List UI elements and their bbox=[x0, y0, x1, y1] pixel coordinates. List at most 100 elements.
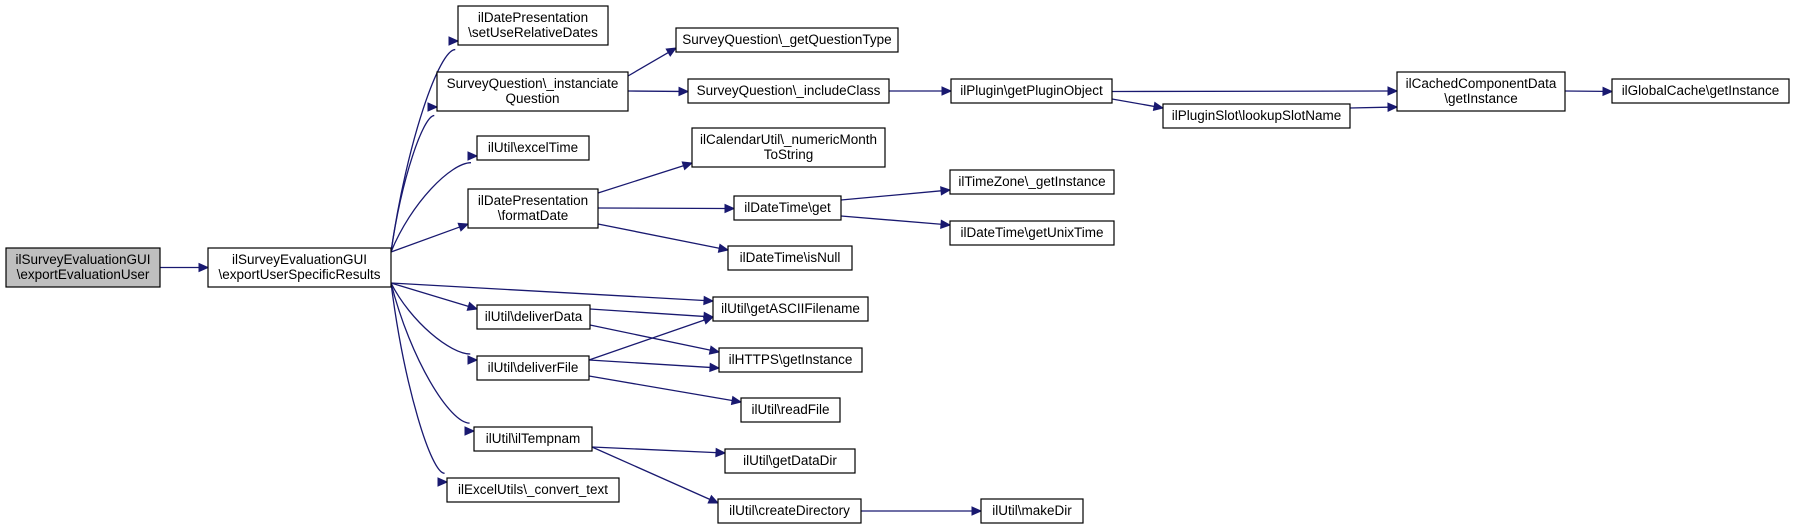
node-excel-time[interactable]: ilUtil\excelTime bbox=[476, 135, 590, 161]
node-label-line: ilDatePresentation bbox=[478, 193, 588, 208]
node-box bbox=[950, 78, 1113, 104]
node-create-directory[interactable]: ilUtil\createDirectory bbox=[717, 498, 862, 524]
node-get-data-dir[interactable]: ilUtil\getDataDir bbox=[724, 448, 856, 474]
edge-deliver_data-to-ascii_filename bbox=[589, 308, 705, 318]
node-read-file[interactable]: ilUtil\readFile bbox=[740, 397, 841, 423]
node-label-line: ilUtil\getDataDir bbox=[743, 453, 837, 468]
edge-il_tempnam-to-get_data_dir bbox=[591, 446, 717, 454]
arrowhead bbox=[940, 219, 952, 229]
node-il-tempnam[interactable]: ilUtil\ilTempnam bbox=[473, 426, 593, 452]
node-label-line: ilGlobalCache\getInstance bbox=[1622, 83, 1780, 98]
node-box bbox=[733, 195, 842, 221]
node-box bbox=[457, 5, 609, 46]
arrowhead bbox=[1387, 102, 1399, 112]
arrowhead bbox=[709, 362, 721, 373]
edge-export_user_specific-to-instanciate_question bbox=[390, 114, 435, 253]
node-cached-component-data[interactable]: ilCachedComponentData\getInstance bbox=[1396, 71, 1566, 112]
node-box bbox=[207, 247, 392, 288]
node-deliver-data[interactable]: ilUtil\deliverData bbox=[476, 304, 591, 330]
node-is-null[interactable]: ilDateTime\isNull bbox=[727, 245, 853, 271]
node-set-relative-dates[interactable]: ilDatePresentation\setUseRelativeDates bbox=[457, 5, 609, 46]
arrowhead bbox=[715, 447, 727, 458]
edges-layer bbox=[160, 36, 1614, 516]
node-export-eval-user[interactable]: ilSurveyEvaluationGUI\exportEvaluationUs… bbox=[5, 247, 161, 288]
node-box bbox=[687, 78, 890, 104]
node-timezone-instance[interactable]: ilTimeZone\_getInstance bbox=[949, 169, 1115, 195]
edge-format_date-to-numeric_month bbox=[597, 165, 684, 194]
arrowhead bbox=[971, 506, 983, 516]
edge-datetime_get-to-timezone_instance bbox=[840, 190, 942, 201]
node-box bbox=[467, 188, 599, 229]
edge-export_user_specific-to-convert_text bbox=[390, 282, 445, 474]
node-convert-text[interactable]: ilExcelUtils\_convert_text bbox=[446, 477, 620, 503]
node-deliver-file[interactable]: ilUtil\deliverFile bbox=[476, 355, 590, 381]
node-label-line: ilUtil\createDirectory bbox=[729, 503, 850, 518]
node-label-line: \setUseRelativeDates bbox=[468, 25, 598, 40]
edge-il_tempnam-to-create_directory bbox=[591, 446, 711, 500]
node-label-line: ilPlugin\getPluginObject bbox=[960, 83, 1103, 98]
edge-deliver_file-to-ascii_filename bbox=[588, 319, 705, 361]
node-box bbox=[1611, 78, 1790, 104]
arrowhead bbox=[717, 243, 730, 253]
arrowhead bbox=[678, 86, 690, 97]
node-box bbox=[949, 220, 1115, 246]
edge-datetime_get-to-unix_time bbox=[840, 215, 942, 225]
arrowhead bbox=[724, 203, 736, 214]
node-label-line: SurveyQuestion\_getQuestionType bbox=[682, 32, 891, 47]
node-box bbox=[476, 355, 590, 381]
node-label-line: \formatDate bbox=[498, 208, 569, 223]
node-label-line: \exportUserSpecificResults bbox=[218, 267, 380, 282]
node-label-line: ilUtil\getASCIIFilename bbox=[721, 301, 860, 316]
arrowhead bbox=[681, 161, 694, 171]
arrowhead bbox=[1387, 86, 1399, 96]
edge-export_user_specific-to-ascii_filename bbox=[390, 282, 705, 302]
arrowhead bbox=[427, 102, 439, 112]
arrowhead bbox=[467, 151, 479, 161]
edge-deliver_file-to-read_file bbox=[588, 375, 733, 402]
arrowhead bbox=[940, 186, 952, 196]
node-label-line: ilDateTime\getUnixTime bbox=[960, 225, 1103, 240]
node-label-line: ilPluginSlot\lookupSlotName bbox=[1172, 108, 1342, 123]
node-label-line: ilHTTPS\getInstance bbox=[729, 352, 853, 367]
node-box bbox=[476, 304, 591, 330]
node-box bbox=[476, 135, 590, 161]
node-label-line: ToString bbox=[764, 147, 814, 162]
node-box bbox=[718, 347, 863, 373]
arrowhead bbox=[1152, 101, 1165, 112]
edge-deliver_file-to-https_instance bbox=[588, 359, 711, 369]
arrowhead bbox=[198, 262, 210, 273]
node-box bbox=[5, 247, 161, 288]
node-https-instance[interactable]: ilHTTPS\getInstance bbox=[718, 347, 863, 373]
edge-lookup_slot_name-to-cached_component_data bbox=[1349, 106, 1389, 109]
node-box bbox=[446, 477, 620, 503]
node-datetime-get[interactable]: ilDateTime\get bbox=[733, 195, 842, 221]
node-label-line: ilExcelUtils\_convert_text bbox=[458, 482, 608, 497]
node-label-line: ilDateTime\get bbox=[744, 200, 831, 215]
node-export-user-specific[interactable]: ilSurveyEvaluationGUI\exportUserSpecific… bbox=[207, 247, 392, 288]
node-lookup-slot-name[interactable]: ilPluginSlot\lookupSlotName bbox=[1162, 103, 1351, 129]
arrowhead bbox=[702, 315, 715, 325]
node-box bbox=[473, 426, 593, 452]
arrowhead bbox=[457, 222, 470, 232]
node-unix-time[interactable]: ilDateTime\getUnixTime bbox=[949, 220, 1115, 246]
nodes-layer: ilSurveyEvaluationGUI\exportEvaluationUs… bbox=[5, 5, 1790, 524]
node-box bbox=[949, 169, 1115, 195]
node-global-cache[interactable]: ilGlobalCache\getInstance bbox=[1611, 78, 1790, 104]
node-format-date[interactable]: ilDatePresentation\formatDate bbox=[467, 188, 599, 229]
arrowhead bbox=[708, 345, 721, 355]
node-make-dir[interactable]: ilUtil\makeDir bbox=[980, 498, 1084, 524]
node-include-class[interactable]: SurveyQuestion\_includeClass bbox=[687, 78, 890, 104]
node-get-plugin-object[interactable]: ilPlugin\getPluginObject bbox=[950, 78, 1113, 104]
node-ascii-filename[interactable]: ilUtil\getASCIIFilename bbox=[712, 296, 869, 322]
node-label-line: ilUtil\deliverData bbox=[485, 309, 583, 324]
node-label-line: ilDatePresentation bbox=[478, 10, 588, 25]
arrowhead bbox=[464, 426, 476, 436]
node-get-question-type[interactable]: SurveyQuestion\_getQuestionType bbox=[675, 27, 899, 53]
arrowhead bbox=[941, 86, 953, 96]
arrowhead bbox=[703, 295, 715, 306]
edge-export_user_specific-to-excel_time bbox=[390, 162, 472, 253]
node-label-line: ilUtil\makeDir bbox=[992, 503, 1072, 518]
arrowhead bbox=[448, 36, 460, 46]
